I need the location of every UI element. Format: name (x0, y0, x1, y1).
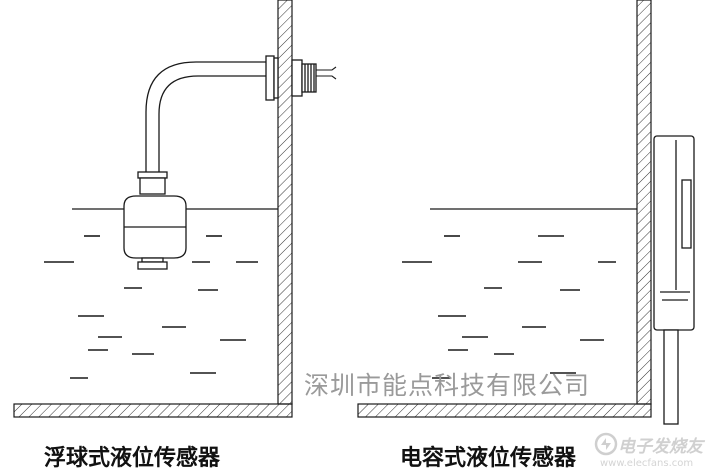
logo-url: www.elecfans.com (600, 458, 694, 469)
right-liquid-marks (402, 235, 616, 379)
upper-stop-ring (137, 171, 168, 179)
mounting-flange (265, 55, 275, 101)
logo-name: 电子发烧友 (618, 437, 703, 457)
right-tank-bottom (357, 403, 652, 418)
left-tank (13, 0, 293, 418)
float-sensor-caption: 浮球式液位传感器 (44, 446, 221, 471)
wire-leads (316, 66, 337, 80)
right-tank (357, 0, 652, 418)
sensor-cable (663, 329, 679, 425)
capacitive-sensor (653, 135, 695, 425)
elecfans-logo: 电子发烧友 www.elecfans.com (594, 430, 708, 474)
sensor-indicator-slot (681, 179, 692, 249)
mounting-nut (291, 59, 303, 97)
company-watermark: 深圳市能点科技有限公司 (304, 371, 591, 400)
left-tank-wall (277, 0, 293, 405)
elecfans-logo-icon (594, 432, 618, 456)
float-sensor (123, 55, 337, 270)
capacitive-sensor-caption: 电容式液位传感器 (400, 446, 577, 471)
sensor-stem (145, 61, 270, 172)
left-tank-bottom (13, 403, 293, 418)
right-tank-wall (636, 0, 652, 405)
left-liquid-marks (44, 235, 258, 379)
